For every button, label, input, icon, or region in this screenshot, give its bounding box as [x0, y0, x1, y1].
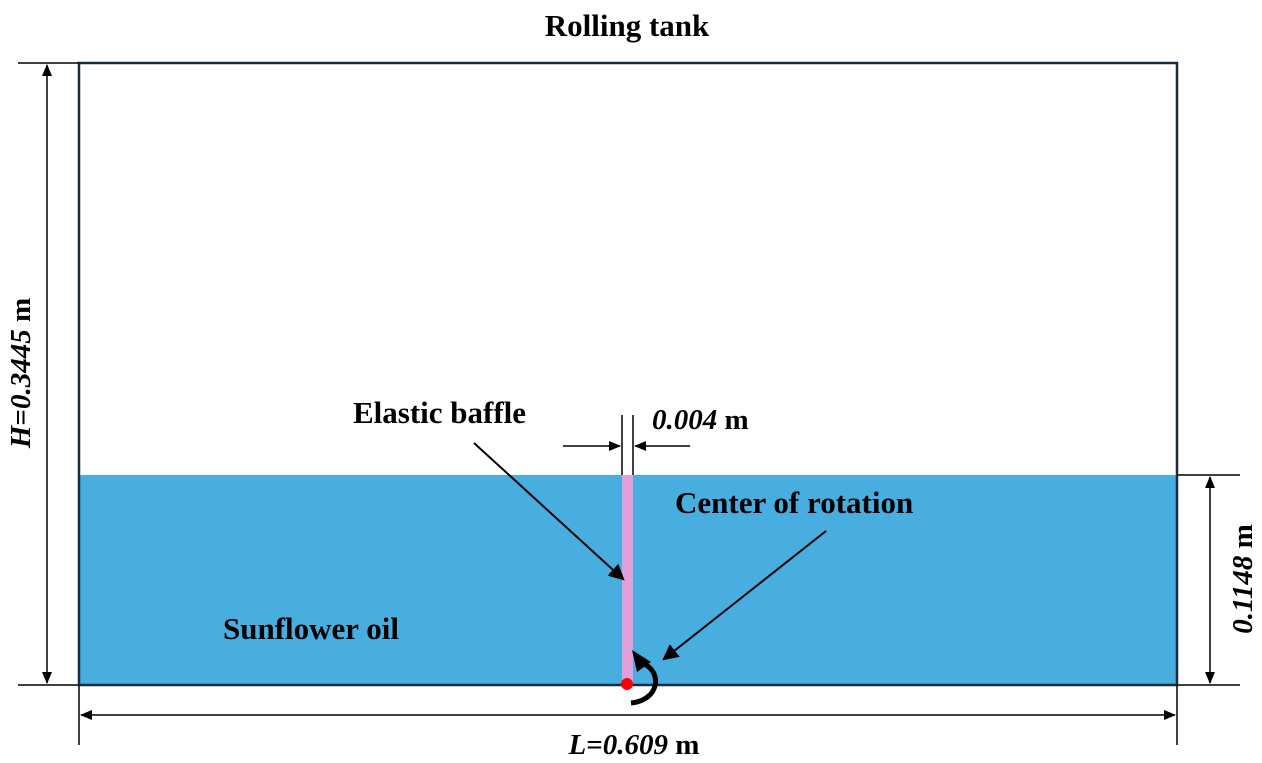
height-dimension [18, 62, 79, 686]
baffle-thickness-dimension [563, 415, 690, 475]
baffle-leader-arrow [473, 442, 625, 581]
fill-depth-label: 0.1148 m [1227, 524, 1259, 634]
baffle-thickness-label: 0.004 m [652, 404, 749, 436]
fluid-label: Sunflower oil [223, 611, 399, 646]
rotation-leader-arrow [662, 530, 827, 661]
curved-arrow-icon [630, 650, 659, 706]
length-label: L=0.609 m [568, 729, 700, 761]
fill-depth-dimension [1177, 474, 1240, 686]
baffle-label: Elastic baffle [353, 395, 526, 430]
elastic-baffle [622, 475, 633, 685]
length-dimension [78, 685, 1178, 745]
rotation-center-label: Center of rotation [675, 485, 913, 520]
height-label: H=0.3445 m [5, 298, 37, 449]
diagram-title: Rolling tank [545, 8, 710, 43]
rotation-center-point [621, 678, 633, 690]
